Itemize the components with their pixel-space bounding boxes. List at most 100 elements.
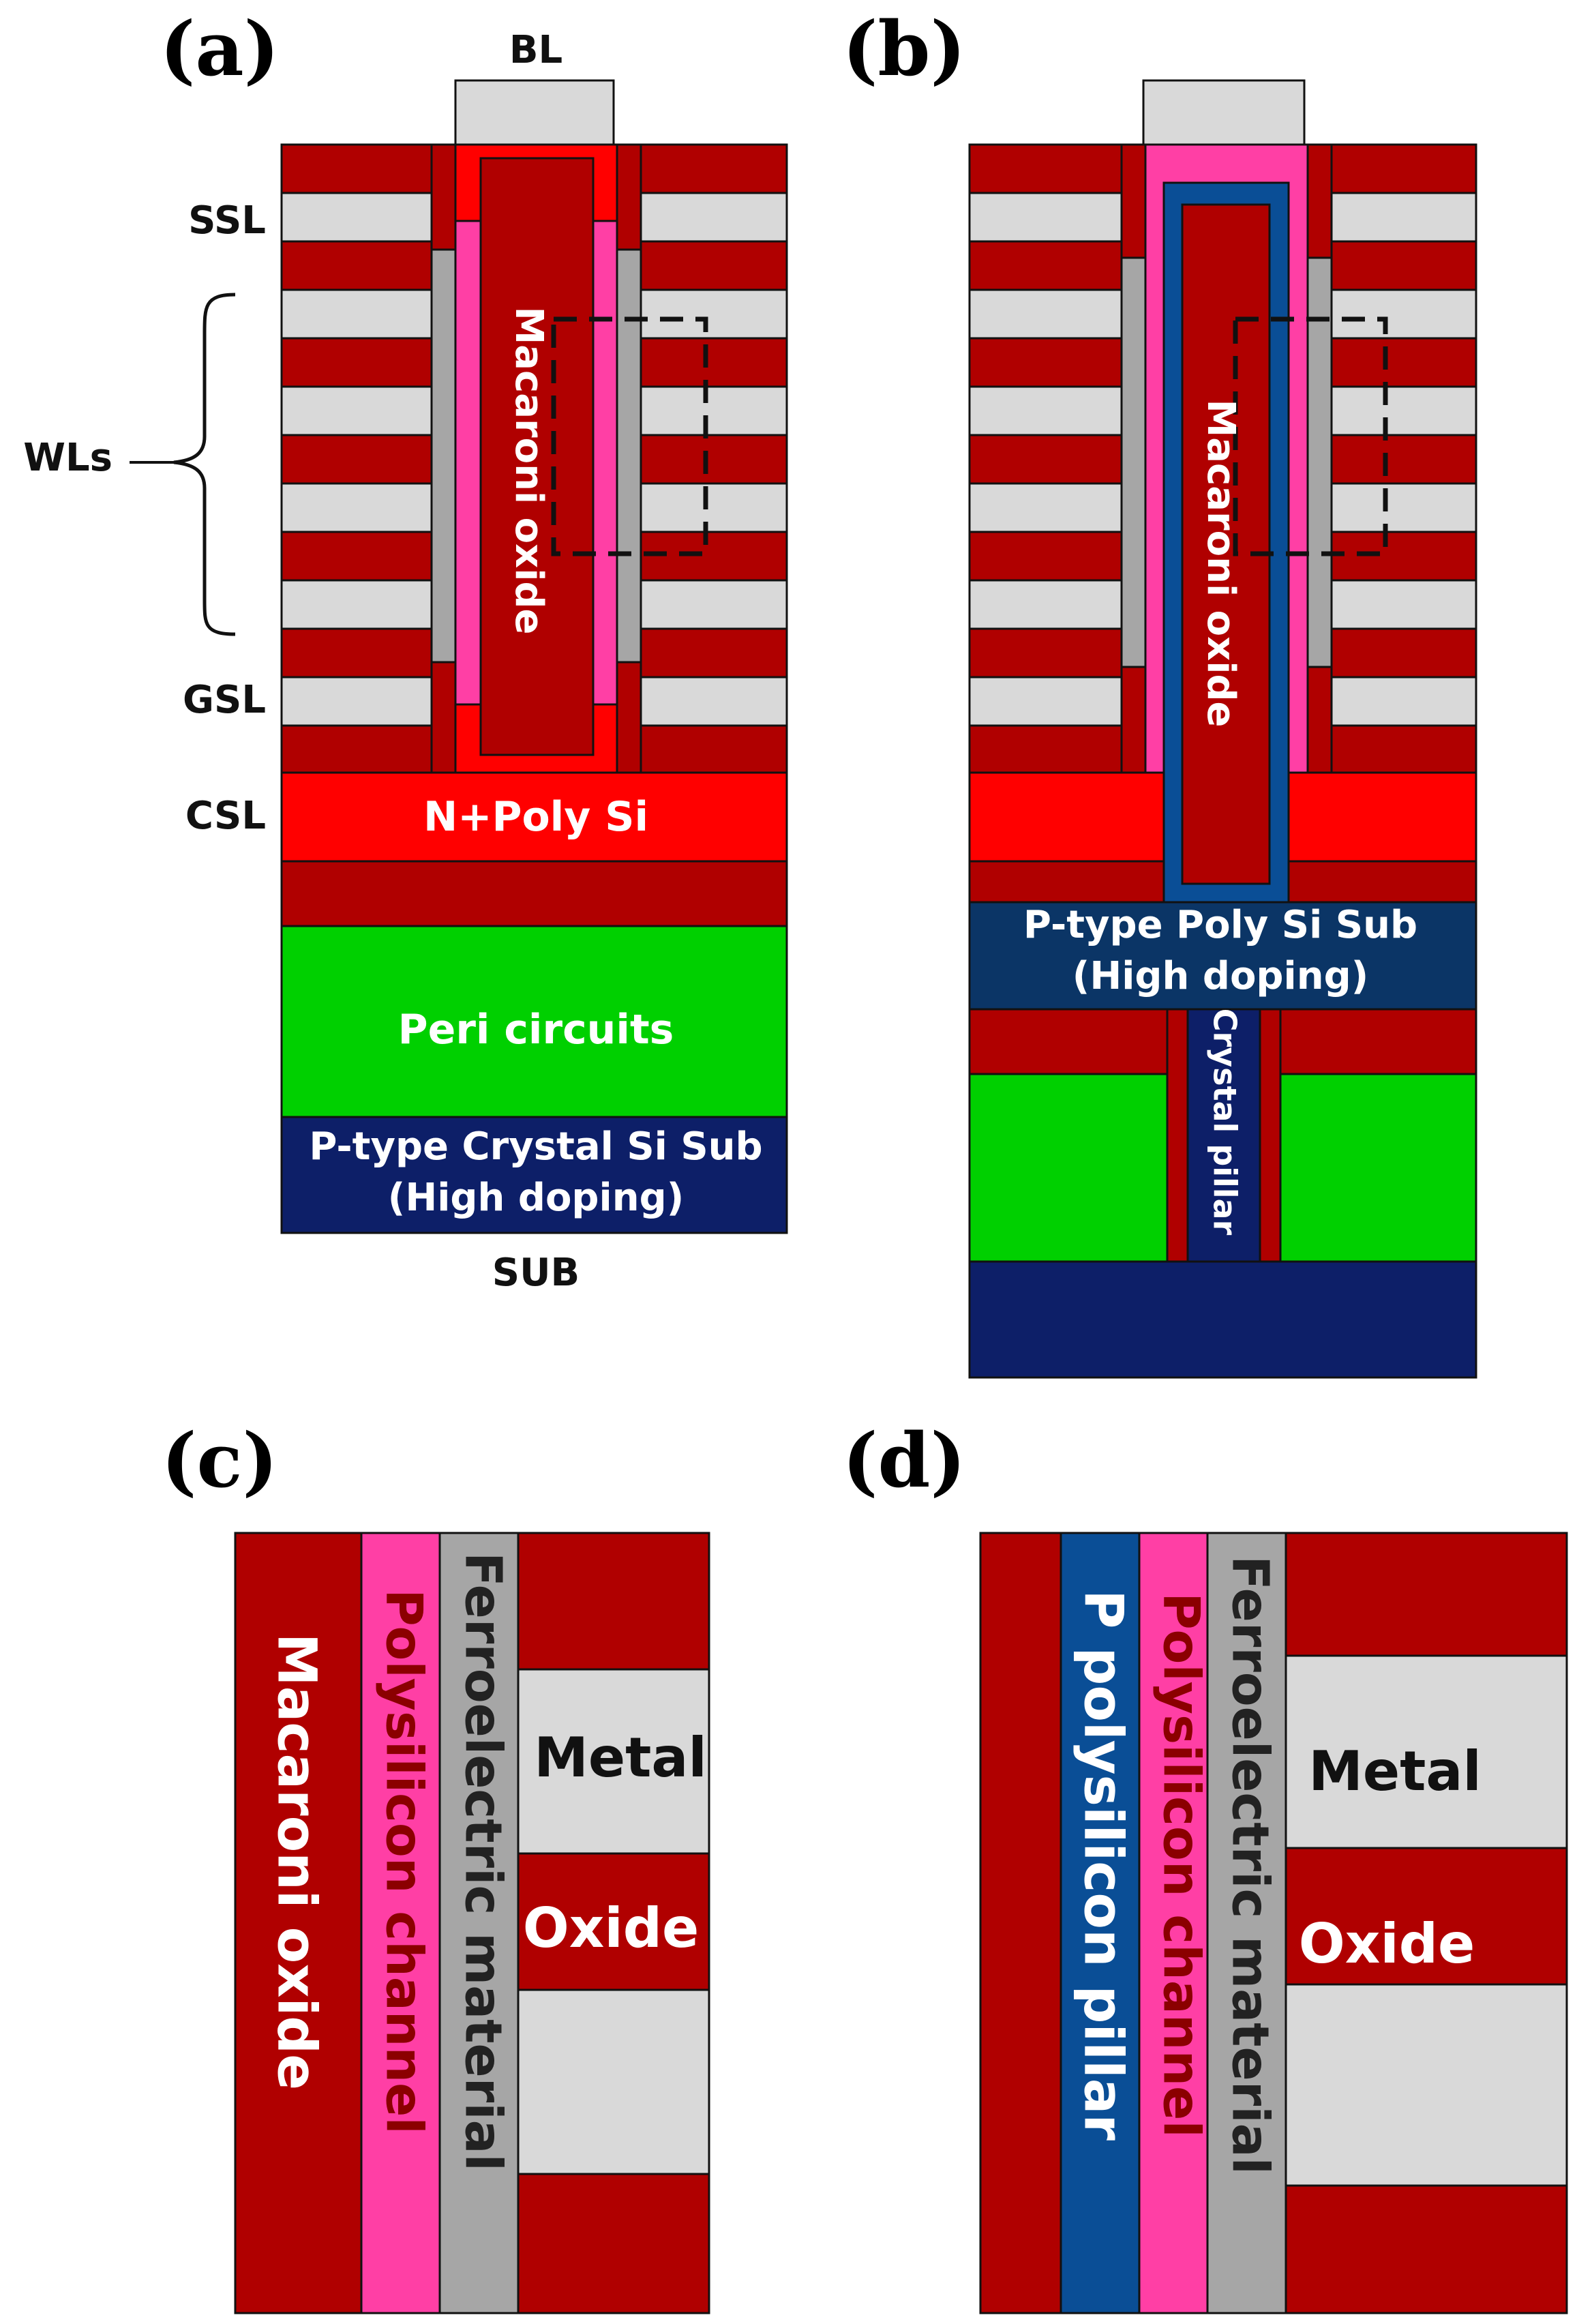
d-oxide-band bbox=[1285, 1532, 1568, 1657]
stack-metal-layer-left bbox=[280, 192, 433, 243]
b-ferroelectric-liner-left bbox=[1120, 256, 1147, 668]
oxide-below-csl bbox=[280, 860, 788, 927]
hole-oxide-strip-left-top bbox=[430, 143, 457, 251]
b-stack-metal-layer-right bbox=[1306, 579, 1477, 630]
ssl-label: SSL bbox=[188, 198, 266, 243]
hole-oxide-strip-right-bot bbox=[616, 661, 642, 774]
gsl-label: GSL bbox=[183, 678, 266, 722]
b-stack-oxide-layer-right bbox=[1306, 337, 1477, 388]
stack-metal-layer-right bbox=[640, 482, 788, 533]
p-crystal-sub-block bbox=[280, 1116, 788, 1234]
p-crystal-sub-text-1: P-type Crystal Si Sub bbox=[309, 1124, 762, 1169]
bl-contact bbox=[454, 79, 615, 149]
wls-brace bbox=[173, 293, 236, 636]
b-n-plus-left bbox=[968, 771, 1165, 863]
b-hole-oxide-strip-left-top bbox=[1120, 143, 1147, 259]
stack-oxide-layer-right bbox=[640, 240, 788, 291]
panel-c-label: (c) bbox=[161, 1416, 277, 1504]
stack-oxide-layer-right bbox=[640, 724, 788, 775]
layer-shapes bbox=[130, 79, 1568, 2314]
c-macaroni-oxide-band bbox=[234, 1532, 363, 2314]
c-metal-band bbox=[517, 1668, 710, 1855]
b-oxide-below-csl-right bbox=[1287, 860, 1477, 904]
stack-metal-layer-right bbox=[640, 676, 788, 727]
hole-oxide-strip-right-top bbox=[616, 143, 642, 251]
b-bl-contact bbox=[1142, 79, 1306, 149]
stack-oxide-layer-left bbox=[280, 240, 433, 291]
b-stack-oxide-layer-left bbox=[968, 531, 1123, 582]
b-stack-oxide-layer-right bbox=[1306, 627, 1477, 679]
stack-oxide-layer-left bbox=[280, 434, 433, 485]
stack-oxide-layer-right bbox=[640, 143, 788, 194]
b-stack-metal-layer-right bbox=[1306, 482, 1477, 533]
b-peri-right bbox=[1279, 1073, 1477, 1263]
b-stack-oxide-layer-right bbox=[1306, 143, 1477, 194]
b-stack-metal-layer-right bbox=[1306, 385, 1477, 436]
wls-label: WLs bbox=[23, 436, 112, 480]
c-metal-text: Metal bbox=[534, 1726, 707, 1789]
stack-oxide-layer-left bbox=[280, 337, 433, 388]
b-stack-oxide-layer-left bbox=[968, 240, 1123, 291]
d-oxide-band bbox=[1285, 2184, 1568, 2314]
panel-b-label: (b) bbox=[842, 5, 965, 93]
stack-metal-layer-left bbox=[280, 385, 433, 436]
c-oxide-band bbox=[517, 1852, 710, 1991]
b-stack-metal-layer-left bbox=[968, 482, 1123, 533]
b-stack-metal-layer-left bbox=[968, 288, 1123, 340]
b-stack-metal-layer-left bbox=[968, 192, 1123, 243]
b-stack-metal-layer-right bbox=[1306, 192, 1477, 243]
d-metal-band bbox=[1285, 1654, 1568, 1849]
c-channel-band bbox=[360, 1532, 441, 2314]
c-channel-text: Polysilicon channel bbox=[374, 1589, 433, 2134]
b-peri-left bbox=[968, 1073, 1169, 1263]
stack-oxide-layer-left bbox=[280, 143, 433, 194]
b-stack-metal-layer-right bbox=[1306, 676, 1477, 727]
b-stack-oxide-layer-right bbox=[1306, 240, 1477, 291]
d-oxide-text: Oxide bbox=[1299, 1912, 1475, 1976]
c-metal-band bbox=[517, 1988, 710, 2175]
n-plus-poly-si-layer bbox=[280, 771, 788, 863]
peri-circuits-text: Peri circuits bbox=[398, 1006, 674, 1054]
b-crystal-pillar bbox=[1186, 1008, 1261, 1263]
stack-oxide-layer-left bbox=[280, 724, 433, 775]
d-oxide-core-band bbox=[979, 1532, 1062, 2314]
ferroelectric-liner-right bbox=[616, 248, 642, 664]
b-hole-oxide-strip-right-bot bbox=[1306, 666, 1333, 774]
c-macaroni-oxide-text: Macaroni oxide bbox=[266, 1633, 327, 2090]
b-oxide-below-csl-left bbox=[968, 860, 1165, 904]
d-channel-band bbox=[1138, 1532, 1209, 2314]
stack-metal-layer-right bbox=[640, 192, 788, 243]
d-metal-text: Metal bbox=[1308, 1740, 1482, 1803]
b-stack-metal-layer-left bbox=[968, 579, 1123, 630]
b-p-poly-sub-block bbox=[968, 901, 1477, 1011]
ferroelectric-liner-left bbox=[430, 248, 457, 664]
stack-oxide-layer-left bbox=[280, 531, 433, 582]
panel-d-label: (d) bbox=[842, 1416, 965, 1504]
b-p-crystal-sub-block bbox=[968, 1260, 1477, 1379]
b-hole-oxide-strip-left-bot bbox=[1120, 666, 1147, 774]
sub-label: SUB bbox=[492, 1251, 580, 1295]
b-hole-oxide-strip-right-top bbox=[1306, 143, 1333, 259]
p-poly-sub-text-2: (High doping) bbox=[1072, 954, 1369, 998]
crystal-pillar-text: Crystal pillar bbox=[1207, 1009, 1244, 1236]
a-macaroni-oxide-text: Macaroni oxide bbox=[507, 306, 551, 634]
d-ferroelectric-band bbox=[1206, 1532, 1287, 2314]
stack-oxide-layer-left bbox=[280, 627, 433, 679]
hole-oxide-strip-left-bot bbox=[430, 661, 457, 774]
text-labels: (a) (b) (c) (d) BL SSL WLs GSL CSL SUB M… bbox=[23, 5, 1482, 2175]
d-oxide-band bbox=[1285, 1847, 1568, 1986]
b-stack-oxide-layer-left bbox=[968, 724, 1123, 775]
b-stack-oxide-layer-left bbox=[968, 337, 1123, 388]
b-stack-metal-layer-right bbox=[1306, 288, 1477, 340]
p-crystal-sub-text-2: (High doping) bbox=[388, 1176, 685, 1220]
b-lower-oxide-left bbox=[968, 1008, 1169, 1075]
d-p-pillar-band bbox=[1060, 1532, 1141, 2314]
b-stack-oxide-layer-left bbox=[968, 143, 1123, 194]
d-channel-text: Polysilicon channel bbox=[1152, 1592, 1210, 2137]
c-oxide-band bbox=[517, 1532, 710, 1671]
peri-circuits-block bbox=[280, 925, 788, 1118]
b-macaroni-oxide-text: Macaroni oxide bbox=[1199, 399, 1243, 727]
stack-oxide-layer-right bbox=[640, 434, 788, 485]
zoom-box-a bbox=[551, 316, 708, 556]
